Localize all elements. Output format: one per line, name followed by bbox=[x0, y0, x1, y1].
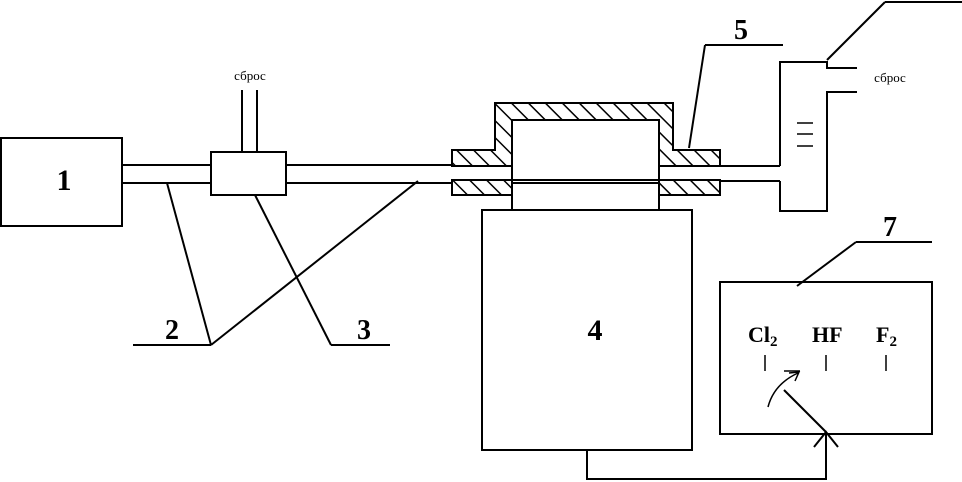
trap: сброс bbox=[779, 1, 962, 212]
leader-2: 2 bbox=[133, 180, 419, 346]
vent-label-right: сброс bbox=[874, 70, 906, 85]
tube-left bbox=[122, 164, 211, 184]
leader-5: 5 bbox=[688, 15, 783, 149]
vent-label-left: сброс bbox=[234, 68, 266, 83]
tube-right bbox=[720, 165, 780, 182]
label-2: 2 bbox=[165, 315, 179, 346]
reactor-housing bbox=[451, 102, 721, 211]
block-4: 4 bbox=[481, 209, 693, 451]
indicator: Cl2 HF F2 bbox=[719, 281, 933, 435]
valve: сброс bbox=[210, 68, 287, 196]
block-1-label: 1 bbox=[57, 164, 72, 197]
label-5: 5 bbox=[734, 15, 748, 46]
leader-3: 3 bbox=[254, 194, 390, 346]
valve-body bbox=[210, 151, 287, 196]
needle-arc-arrowhead bbox=[788, 371, 801, 382]
block-4-label: 4 bbox=[588, 314, 603, 347]
needle-arc bbox=[767, 372, 799, 408]
reactor-top-wall bbox=[451, 102, 721, 167]
block-1-frame bbox=[0, 137, 123, 227]
reactor-bottom-wall-left bbox=[451, 179, 513, 196]
signal-line bbox=[586, 430, 839, 480]
block-1: 1 bbox=[0, 137, 123, 227]
indicator-gas-cl2: Cl2 bbox=[748, 322, 778, 350]
indicator-gas-hf: HF bbox=[812, 322, 843, 347]
leader-7: 7 bbox=[796, 212, 932, 287]
tube-middle bbox=[286, 164, 452, 184]
label-7: 7 bbox=[883, 212, 897, 243]
indicator-gas-f2: F2 bbox=[876, 322, 897, 350]
label-3: 3 bbox=[357, 315, 371, 346]
reactor-bottom-wall-right bbox=[658, 179, 721, 196]
indicator-needle bbox=[783, 389, 827, 433]
substrate bbox=[511, 182, 660, 211]
